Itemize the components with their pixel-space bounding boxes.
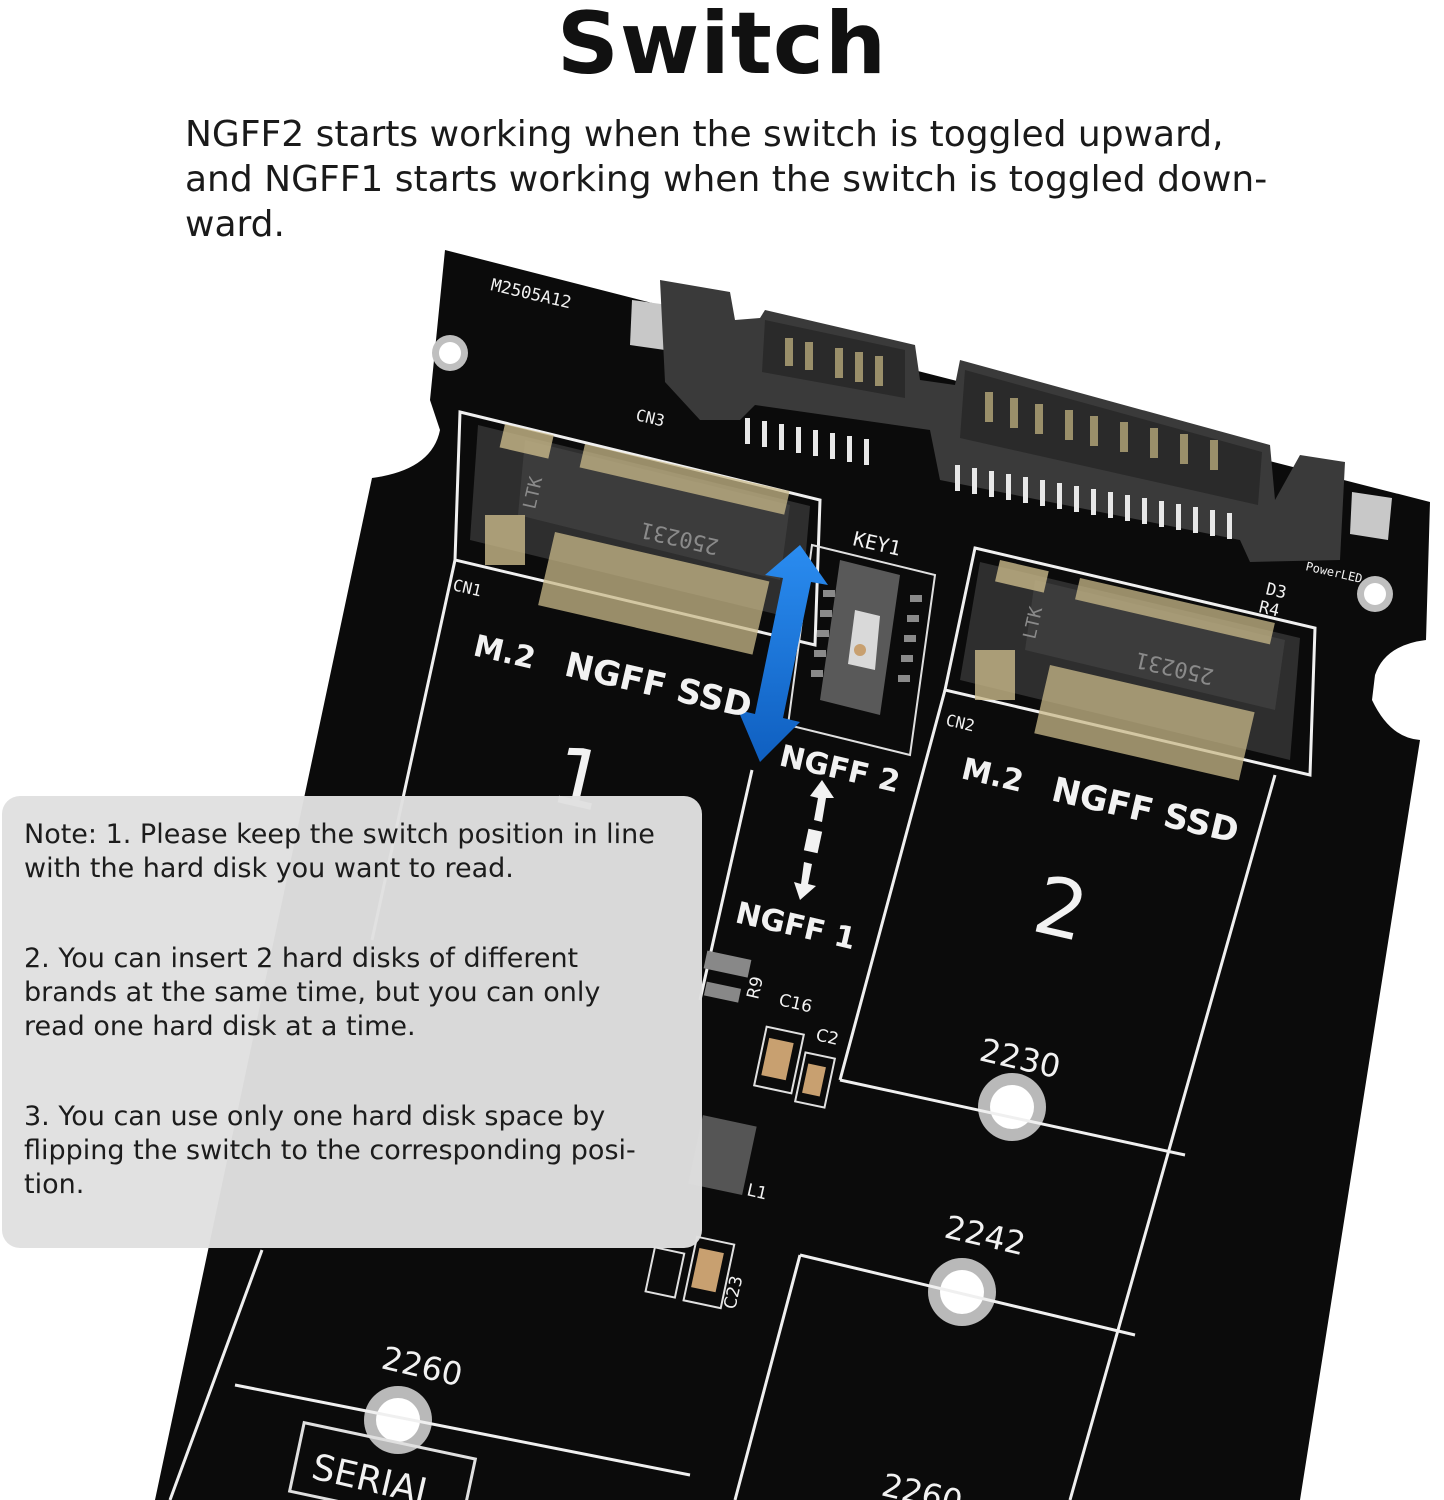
m2-slot-1 <box>453 410 822 655</box>
note-line: brands at the same time, but you can onl… <box>24 977 601 1008</box>
switch-component <box>786 543 937 757</box>
note-box: Note: 1. Please keep the switch position… <box>2 796 702 1248</box>
note-2: 2. You can insert 2 hard disks of differ… <box>24 942 694 1044</box>
d3-label: D3 <box>1264 579 1288 603</box>
c2-label: C2 <box>814 1025 841 1050</box>
note-line: with the hard disk you want to read. <box>24 853 514 884</box>
note-line: 2. You can insert 2 hard disks of differ… <box>24 943 579 974</box>
description-line: and NGFF1 starts working when the switch… <box>185 159 1268 200</box>
note-1: Note: 1. Please keep the switch position… <box>24 818 694 886</box>
smd-components <box>287 950 837 1500</box>
note-line: read one hard disk at a time. <box>24 1011 416 1042</box>
note-line: Note: 1. Please keep the switch position… <box>24 819 655 850</box>
sata-connector <box>660 280 1345 562</box>
r4-label: R4 <box>1257 597 1281 621</box>
description-line: NGFF2 starts working when the switch is … <box>185 114 1224 155</box>
note-3: 3. You can use only one hard disk space … <box>24 1100 694 1202</box>
r9-label: R9 <box>743 975 768 1002</box>
l1-label: L1 <box>745 1180 769 1204</box>
note-line: 3. You can use only one hard disk space … <box>24 1101 606 1132</box>
page-title: Switch <box>556 0 888 94</box>
switch-direction-arrows <box>794 780 834 900</box>
blue-double-arrow <box>738 545 828 762</box>
connector-bracket <box>1350 492 1392 540</box>
mounting-holes <box>364 335 1393 1454</box>
connector-bracket <box>630 300 668 350</box>
note-line: tion. <box>24 1169 85 1200</box>
description-line: ward. <box>185 204 285 245</box>
description: NGFF2 starts working when the switch is … <box>185 112 1285 247</box>
m2-slot-2 <box>943 546 1317 781</box>
note-line: flipping the switch to the corresponding… <box>24 1135 636 1166</box>
